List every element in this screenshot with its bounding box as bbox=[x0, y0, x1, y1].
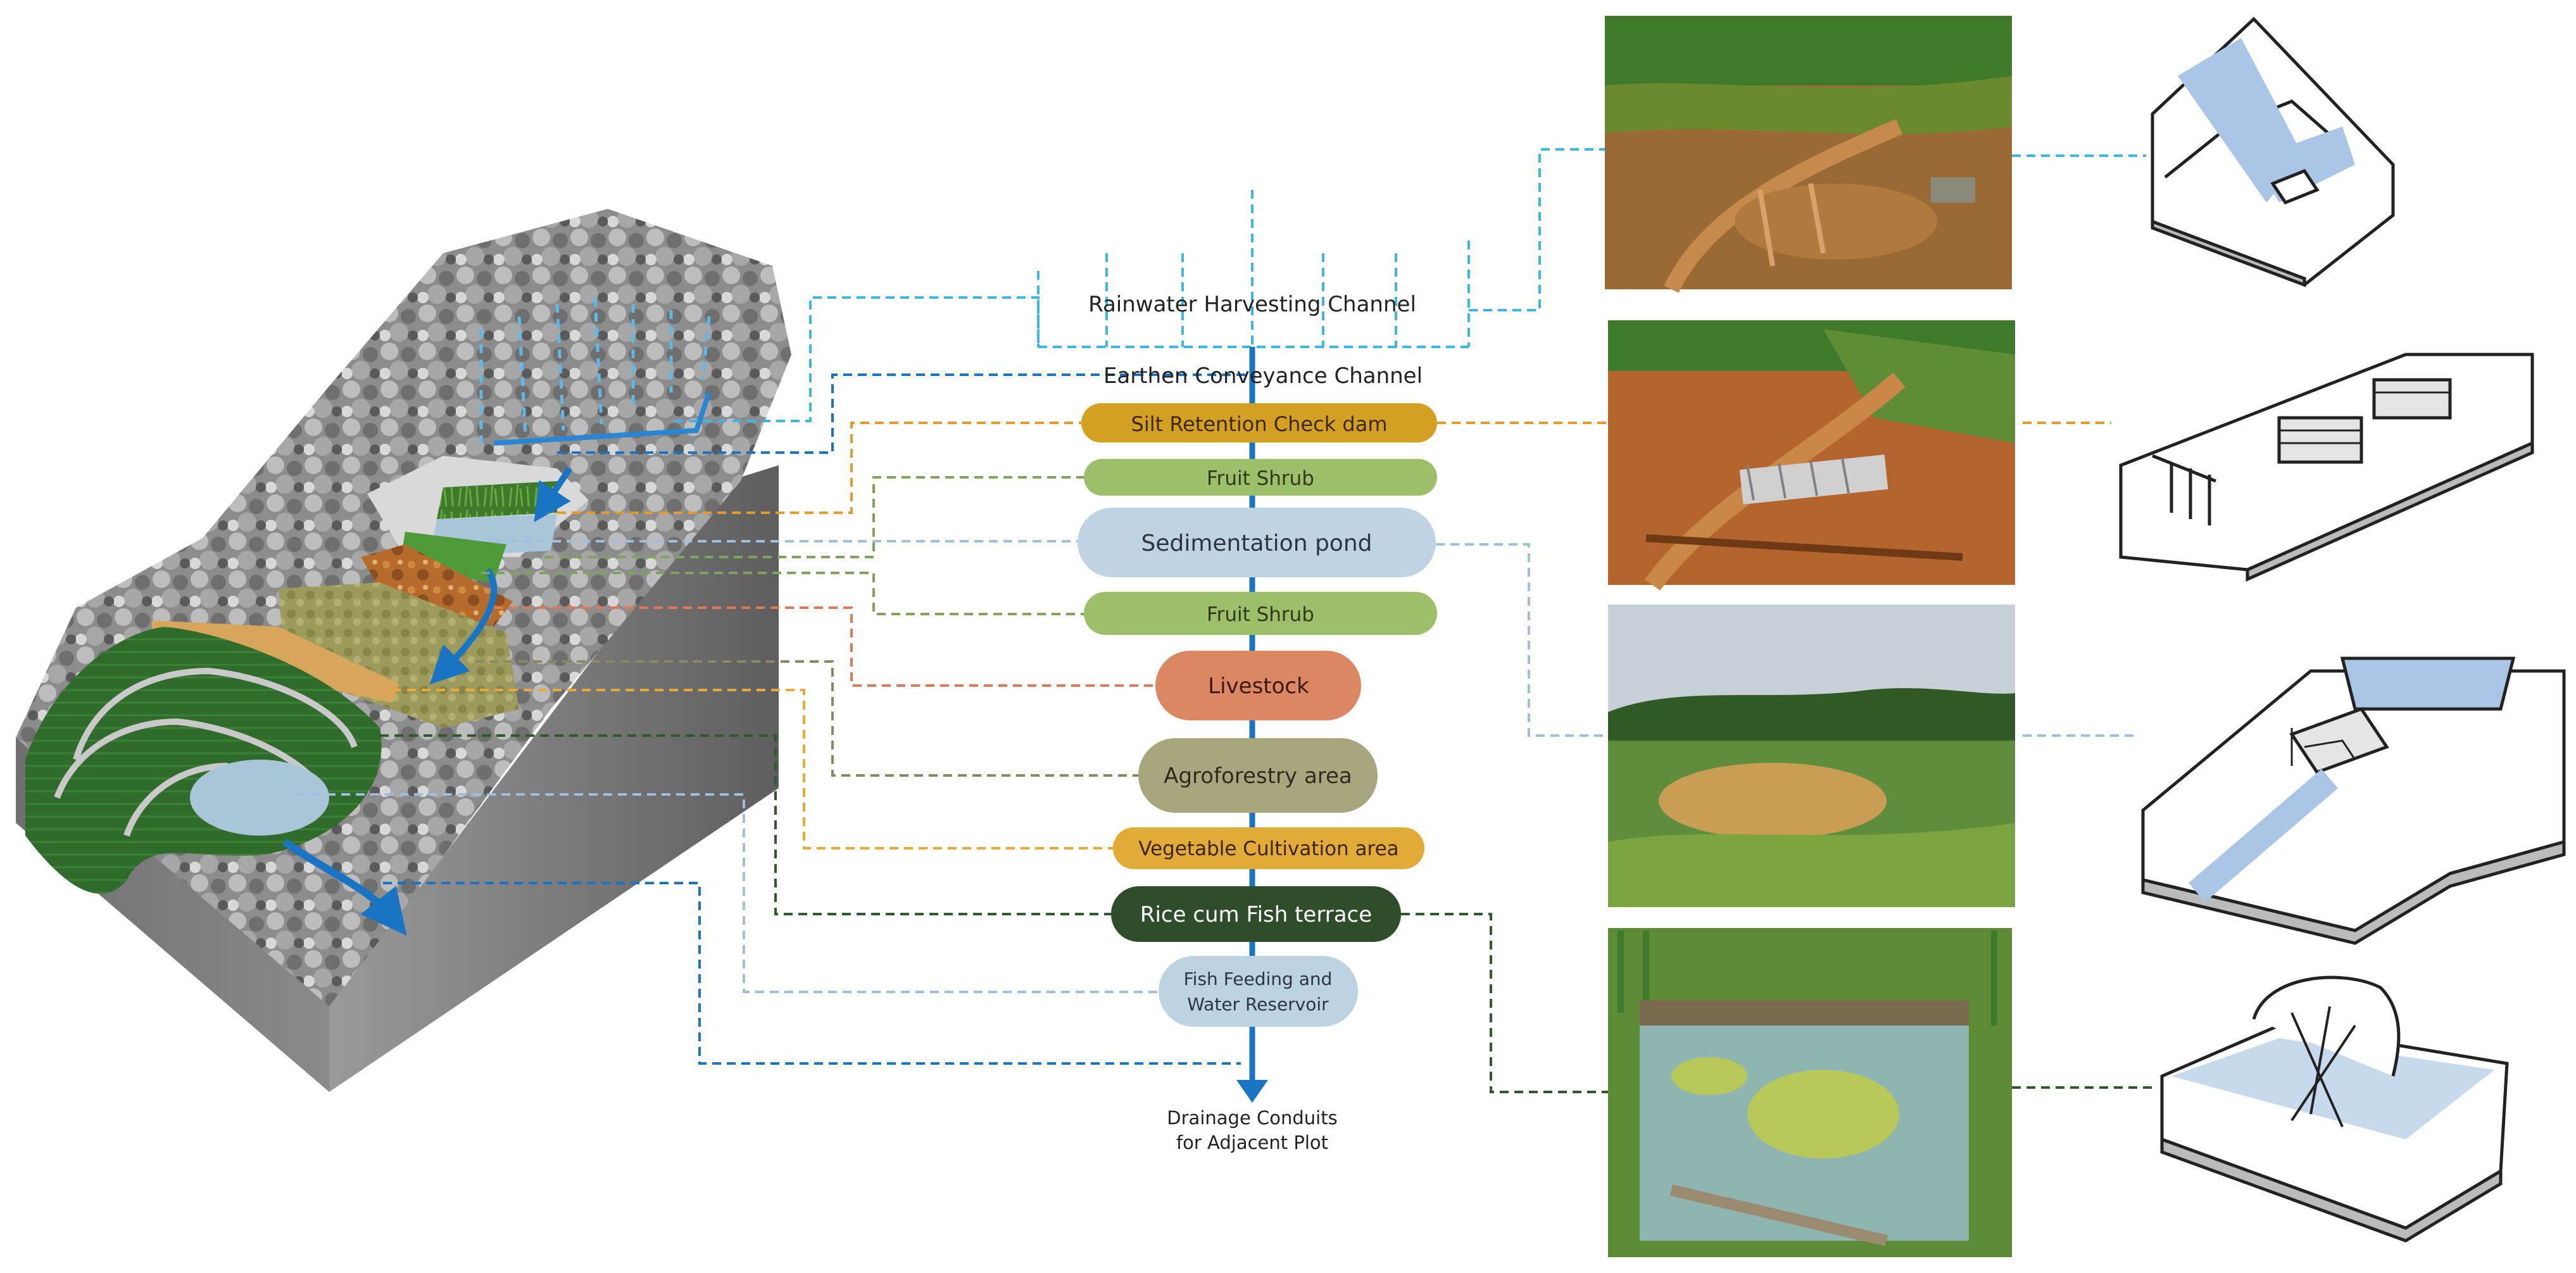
pill-fish-feeding: Fish Feeding and Water Reservoir bbox=[1159, 956, 1358, 1027]
pill-silt-dam: Silt Retention Check dam bbox=[1081, 403, 1437, 442]
earthen-channel-label: Earthen Conveyance Channel bbox=[1103, 363, 1423, 389]
pill-rice-fish: Rice cum Fish terrace bbox=[1111, 886, 1401, 942]
svg-text:Livestock: Livestock bbox=[1208, 674, 1309, 699]
block-right-face bbox=[329, 465, 779, 1092]
photo-reservoir bbox=[1608, 928, 2012, 1257]
sketch-sedimentation bbox=[2141, 656, 2566, 945]
svg-text:Rice cum Fish terrace: Rice cum Fish terrace bbox=[1140, 902, 1372, 927]
sketch-reservoir bbox=[2160, 975, 2509, 1243]
pill-fruit-shrub-1: Fruit Shrub bbox=[1084, 459, 1437, 496]
svg-text:Sedimentation pond: Sedimentation pond bbox=[1141, 530, 1372, 556]
left-connectors bbox=[298, 296, 1252, 1065]
sketch-channel bbox=[2151, 16, 2395, 287]
right-connectors bbox=[1401, 154, 2152, 1093]
pill-livestock: Livestock bbox=[1155, 651, 1361, 720]
pill-vegetable: Vegetable Cultivation area bbox=[1113, 827, 1424, 869]
pill-fruit-shrub-2: Fruit Shrub bbox=[1084, 592, 1437, 635]
flow-arrow-3 bbox=[282, 839, 407, 936]
sketch-check-dam bbox=[2119, 353, 2534, 582]
rainwater-channel-label: Rainwater Harvesting Channel bbox=[1088, 292, 1416, 317]
livestock-strip bbox=[361, 544, 513, 627]
svg-text:Fruit Shrub: Fruit Shrub bbox=[1207, 603, 1314, 626]
svg-text:Agroforestry area: Agroforestry area bbox=[1164, 763, 1352, 789]
svg-text:Fish Feeding and: Fish Feeding and bbox=[1184, 969, 1333, 989]
svg-text:Vegetable Cultivation area: Vegetable Cultivation area bbox=[1138, 837, 1398, 860]
pill-sedimentation-pond: Sedimentation pond bbox=[1078, 508, 1436, 577]
rainwater-comb bbox=[1037, 148, 1605, 348]
svg-text:Water Reservoir: Water Reservoir bbox=[1187, 994, 1329, 1015]
upper-catchment bbox=[479, 297, 712, 446]
reservoir-pond-model bbox=[190, 760, 329, 836]
agroforestry-patch bbox=[279, 582, 519, 728]
drainage-label-2: for Adjacent Plot bbox=[1176, 1132, 1328, 1153]
zone-pills: Silt Retention Check dam Fruit Shrub Sed… bbox=[1078, 403, 1437, 1027]
landscape-model bbox=[16, 209, 791, 1092]
photo-check-dam bbox=[1608, 320, 2015, 591]
silt-terrace bbox=[437, 481, 557, 519]
photo-sedimentation-pond bbox=[1608, 605, 2015, 907]
flow-arrow-2 bbox=[429, 568, 498, 685]
down-arrow-icon bbox=[1236, 1080, 1268, 1103]
photo-channel bbox=[1605, 16, 2012, 293]
svg-text:Fruit Shrub: Fruit Shrub bbox=[1207, 467, 1314, 490]
drainage-label-1: Drainage Conduits bbox=[1167, 1107, 1337, 1129]
pill-agroforestry: Agroforestry area bbox=[1138, 738, 1378, 813]
svg-text:Silt Retention Check dam: Silt Retention Check dam bbox=[1131, 412, 1388, 436]
rice-terraces bbox=[25, 627, 382, 894]
flow-arrow-1 bbox=[534, 467, 573, 522]
